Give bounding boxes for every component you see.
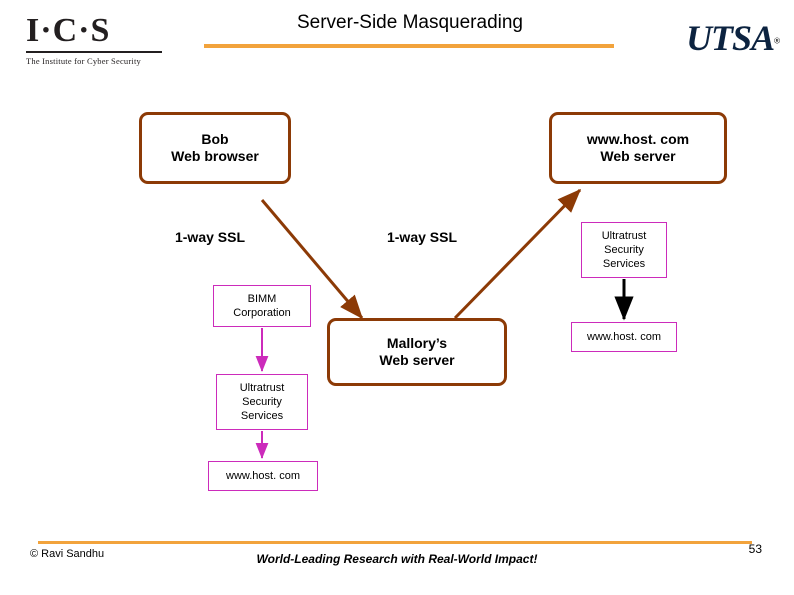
- node-cert-right-host[interactable]: www.host. com: [571, 322, 677, 352]
- page-title: Server-Side Masquerading: [296, 12, 523, 33]
- node-bob-line2: Web browser: [171, 148, 259, 164]
- ics-logo: I·C·S The Institute for Cyber Security: [26, 12, 166, 72]
- node-bob-web-browser[interactable]: Bob Web browser: [139, 112, 291, 184]
- label-ssl-left: 1-way SSL: [174, 229, 246, 245]
- footer-tagline: World-Leading Research with Real-World I…: [256, 552, 538, 566]
- node-server-line1: www.host. com: [586, 131, 690, 147]
- title-underline: [204, 44, 614, 48]
- node-cert-left-ca[interactable]: Ultratrust Security Services: [216, 374, 308, 430]
- node-cert-left-ca-line2: Security: [242, 396, 282, 408]
- node-cert-left-org-line2: Corporation: [233, 307, 291, 319]
- ics-logo-tagline: The Institute for Cyber Security: [26, 56, 141, 66]
- utsa-registered-icon: ®: [774, 36, 780, 46]
- node-mallory-line2: Web server: [379, 352, 455, 368]
- footer-copyright: © Ravi Sandhu: [30, 548, 105, 560]
- node-host-web-server[interactable]: www.host. com Web server: [549, 112, 727, 184]
- node-mallory-line1: Mallory’s: [386, 335, 448, 351]
- slide-number: 53: [748, 542, 762, 556]
- node-bob-line1: Bob: [201, 131, 229, 147]
- node-cert-right-ca-line1: Ultratrust: [601, 230, 647, 242]
- label-ssl-middle: 1-way SSL: [386, 229, 458, 245]
- node-server-line2: Web server: [600, 148, 676, 164]
- ics-logo-text: I·C·S: [26, 12, 111, 49]
- footer-rule: [38, 541, 752, 544]
- utsa-logo-text: UTSA: [686, 18, 775, 58]
- node-mallory-web-server[interactable]: Mallory’s Web server: [327, 318, 507, 386]
- ics-logo-rule: [26, 51, 162, 53]
- node-cert-right-ca-line3: Services: [602, 258, 646, 270]
- node-cert-left-org[interactable]: BIMM Corporation: [213, 285, 311, 327]
- node-cert-right-ca[interactable]: Ultratrust Security Services: [581, 222, 667, 278]
- node-cert-left-ca-line3: Services: [240, 410, 284, 422]
- node-cert-left-org-line1: BIMM: [247, 293, 277, 305]
- utsa-logo: UTSA®: [640, 18, 780, 68]
- node-cert-left-ca-line1: Ultratrust: [239, 382, 285, 394]
- node-cert-left-host[interactable]: www.host. com: [208, 461, 318, 491]
- node-cert-right-ca-line2: Security: [604, 244, 644, 256]
